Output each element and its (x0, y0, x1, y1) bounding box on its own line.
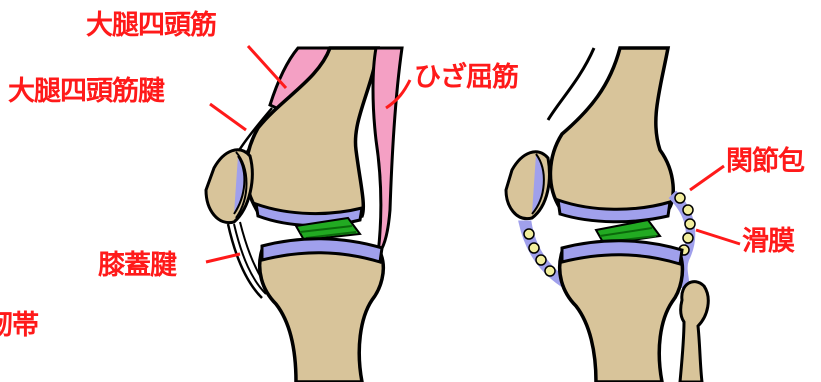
label-hamstrings: ひざ屈筋 (414, 64, 518, 91)
leader-patellar-tendon (206, 254, 240, 262)
label-patellar-tendon: 膝蓋腱 (98, 252, 176, 279)
left-knee (206, 48, 402, 382)
label-ligament-partial: 靭帯 (0, 312, 38, 339)
leader-quadriceps-tendon (210, 104, 246, 130)
right-tibia (560, 245, 683, 382)
leader-joint-capsule (690, 166, 724, 190)
label-quadriceps-tendon: 大腿四頭筋腱 (8, 78, 164, 105)
label-quadriceps: 大腿四頭筋 (86, 12, 216, 39)
fibula (680, 282, 708, 382)
leader-quadriceps (248, 46, 286, 88)
label-synovium: 滑膜 (742, 228, 794, 255)
left-patella (206, 150, 252, 223)
label-joint-capsule: 関節包 (726, 148, 804, 175)
right-knee (506, 48, 708, 382)
left-femur (246, 48, 378, 219)
left-tibia (260, 243, 384, 382)
hamstring-muscle (373, 48, 402, 254)
leader-synovium (696, 230, 740, 244)
right-femur (550, 48, 673, 214)
